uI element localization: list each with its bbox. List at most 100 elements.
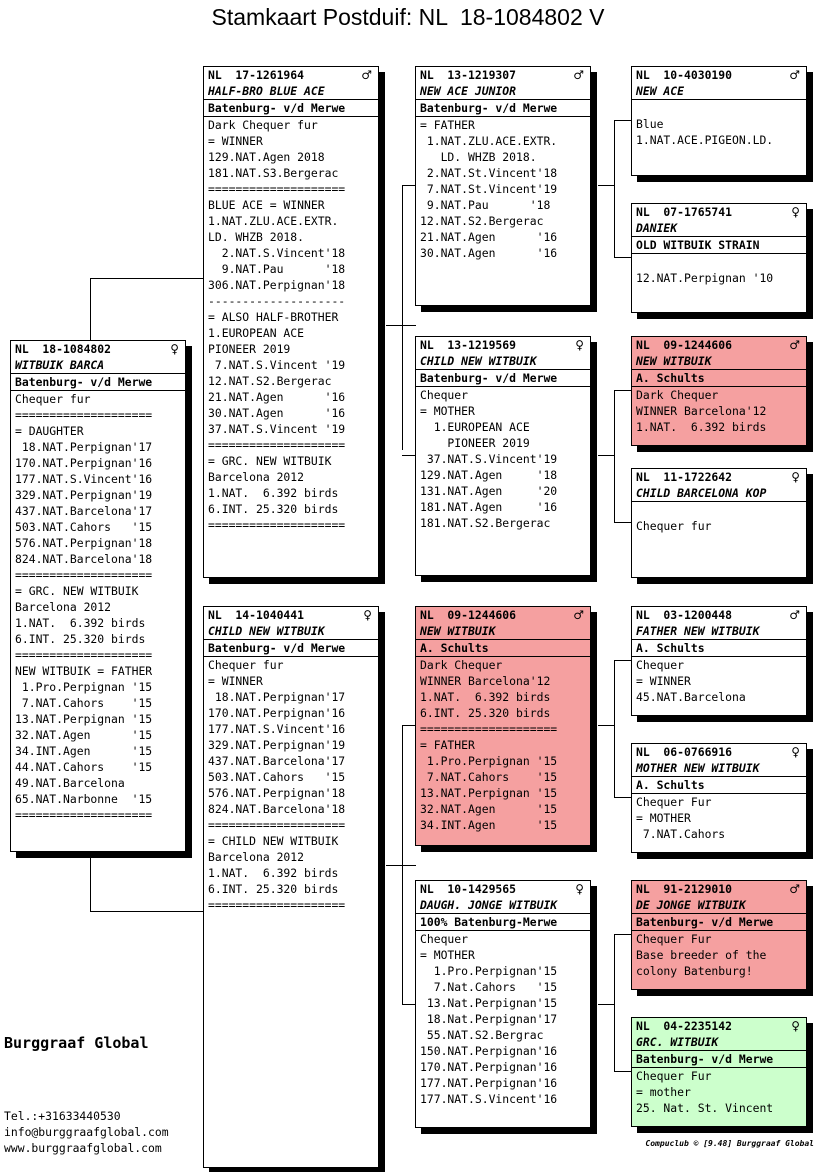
male-icon: ♂: [573, 68, 584, 82]
owner: Batenburg- v/d Merwe: [416, 100, 590, 117]
connector-line: [90, 911, 203, 912]
detail-line: 437.NAT.Barcelona'17: [15, 504, 153, 518]
card-details: Chequer= MOTHER 1.Pro.Perpignan'15 7.Nat…: [416, 931, 590, 1107]
detail-line: 6.INT. 25.320 birds: [208, 502, 339, 516]
pigeon-name: CHILD NEW WITBUIK: [416, 353, 590, 370]
ring-number: NL 14-1040441: [208, 608, 305, 622]
contact-website[interactable]: www.burggraafglobal.com: [4, 1141, 162, 1155]
detail-line: 25. Nat. St. Vincent: [636, 1101, 774, 1115]
detail-line: 65.NAT.Narbonne '15: [15, 792, 153, 806]
detail-line: Dark Chequer: [420, 658, 503, 672]
detail-line: 576.NAT.Perpignan'18: [208, 786, 346, 800]
detail-line: ====================: [208, 182, 346, 196]
detail-line: 32.NAT.Agen '15: [420, 802, 558, 816]
detail-line: [636, 100, 802, 116]
detail-line: 329.NAT.Perpignan'19: [15, 488, 153, 502]
detail-line: --------------------: [208, 294, 346, 308]
ring-number: NL 03-1200448: [636, 608, 733, 622]
detail-line: 1.EUROPEAN ACE: [420, 420, 530, 434]
detail-line: 1.EUROPEAN ACE: [208, 326, 305, 340]
pigeon-name: DANIEK: [632, 220, 806, 237]
connector-line: [614, 660, 631, 661]
detail-line: 177.NAT.S.Vincent'16: [15, 472, 153, 486]
detail-line: ====================: [15, 408, 153, 422]
detail-line: ====================: [15, 648, 153, 662]
detail-line: 32.NAT.Agen '15: [15, 728, 153, 742]
detail-line: 177.NAT.Perpignan'16: [420, 1076, 558, 1090]
female-icon: ♀: [791, 205, 800, 219]
connector-line: [614, 522, 631, 523]
connector-line: [402, 185, 403, 450]
detail-line: 177.NAT.S.Vincent'16: [420, 1092, 558, 1106]
connector-line: [598, 455, 614, 456]
card-header: NL 09-1244606 ♂: [416, 607, 590, 623]
ring-number: NL 13-1219569: [420, 338, 517, 352]
pigeon-name: NEW WITBUIK: [632, 353, 806, 370]
detail-line: PIONEER 2019: [208, 342, 291, 356]
connector-line: [598, 1004, 614, 1005]
connector-line: [402, 725, 403, 1004]
pigeon-name: MOTHER NEW WITBUIK: [632, 760, 806, 777]
contact-email[interactable]: info@burggraafglobal.com: [4, 1125, 169, 1139]
owner: A. Schults: [416, 640, 590, 657]
connector-line: [614, 934, 615, 1071]
pigeon-name: NEW ACE JUNIOR: [416, 83, 590, 100]
card-header: NL 09-1244606♂: [632, 337, 806, 353]
detail-line: Chequer: [420, 932, 469, 946]
connector-line: [386, 325, 416, 326]
detail-line: 34.INT.Agen '15: [15, 744, 153, 758]
pigeon-name: NEW ACE: [632, 83, 806, 100]
ring-number: NL 10-1429565: [420, 882, 517, 896]
owner: Batenburg- v/d Merwe: [204, 100, 378, 117]
detail-line: 1.NAT.ZLU.ACE.EXTR.: [208, 214, 339, 228]
footer-credit: Compuclub © [9.48] Burggraaf Global: [645, 1139, 814, 1148]
owner: OLD WITBUIK STRAIN: [632, 237, 806, 254]
male-icon: ♂: [573, 608, 584, 622]
connector-line: [386, 865, 416, 866]
connector-line: [614, 934, 631, 935]
detail-line: Blue: [636, 117, 664, 131]
detail-line: Barcelona 2012: [208, 470, 305, 484]
detail-line: 824.NAT.Barcelona'18: [208, 802, 346, 816]
detail-line: 9.NAT.Pau '18: [420, 198, 551, 212]
card-header: NL 07-1765741 ♀: [632, 204, 806, 220]
card-header: NL 10-4030190♂: [632, 67, 806, 83]
connector-line: [614, 390, 631, 391]
detail-line: 170.NAT.Perpignan'16: [420, 1060, 558, 1074]
pigeon-name: NEW WITBUIK: [416, 623, 590, 640]
connector-line: [90, 278, 203, 279]
detail-line: 1.Pro.Perpignan'15: [420, 964, 558, 978]
owner: A. Schults: [632, 640, 806, 657]
detail-line: LD. WHZB 2018.: [420, 150, 537, 164]
female-icon: ♀: [575, 338, 584, 352]
detail-line: 30.NAT.Agen '16: [208, 406, 346, 420]
card-header: NL 91-2129010♂: [632, 881, 806, 897]
connector-line: [614, 390, 615, 522]
female-icon: ♀: [170, 342, 179, 356]
brand-name: Burggraaf Global: [4, 1034, 149, 1052]
connector-line: [614, 660, 615, 797]
ring-number: NL 07-1765741: [636, 205, 733, 219]
detail-line: 7.NAT.Cahors '15: [420, 770, 558, 784]
detail-line: WINNER Barcelona'12: [636, 404, 767, 418]
detail-line: 1.NAT.ZLU.ACE.EXTR.: [420, 134, 558, 148]
detail-line: ====================: [208, 818, 346, 832]
detail-line: ====================: [208, 438, 346, 452]
detail-line: Barcelona 2012: [208, 850, 305, 864]
detail-line: 1.Pro.Perpignan '15: [420, 754, 558, 768]
connector-line: [90, 858, 91, 911]
ring-number: NL 09-1244606: [420, 608, 517, 622]
detail-line: Dark Chequer fur: [208, 118, 318, 132]
detail-line: ====================: [208, 898, 346, 912]
card-header: NL 11-1722642♀: [632, 469, 806, 485]
card-header: NL 06-0766916♀: [632, 744, 806, 760]
detail-line: Barcelona 2012: [15, 600, 112, 614]
